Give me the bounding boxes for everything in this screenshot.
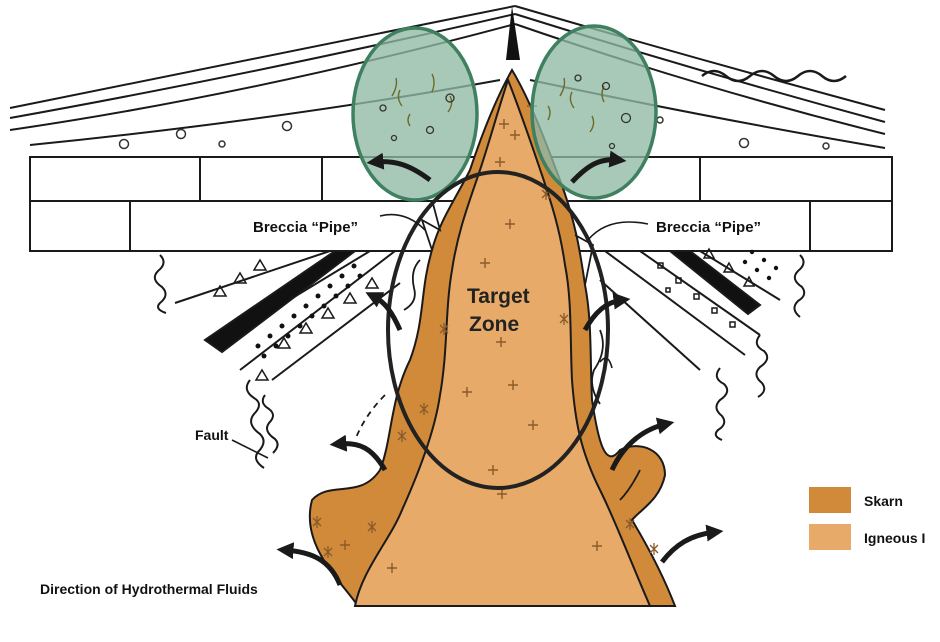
hydrothermal-direction-label: Direction of Hydrothermal Fluids — [40, 581, 258, 597]
left-tilted-beds — [153, 250, 401, 469]
legend: Skarn Igneous I — [809, 487, 925, 550]
skarn-asterisks — [312, 188, 659, 558]
target-zone-label-line1: Target — [467, 285, 530, 308]
legend-swatch-igneous — [809, 524, 851, 550]
legend-label-igneous: Igneous I — [864, 530, 925, 546]
right-bed-dots — [742, 249, 779, 281]
breccia-pipe-right — [530, 24, 658, 200]
label-leaders — [231, 213, 649, 459]
target-zone-ellipse — [386, 170, 610, 490]
right-tilted-beds — [599, 250, 806, 441]
right-bed-symbols — [657, 247, 756, 328]
fault-dashes — [354, 394, 386, 441]
intrusion-symbols — [340, 101, 602, 573]
target-zone-label-line2: Zone — [469, 313, 519, 336]
breccia-pipe-left — [351, 26, 479, 202]
left-bed-dots — [255, 263, 363, 359]
fault-label: Fault — [195, 427, 229, 443]
igneous-intrusion — [353, 77, 652, 607]
left-bed-symbols — [212, 258, 380, 381]
skarn-contacts — [403, 199, 641, 501]
apex-spike — [506, 6, 520, 60]
hydrothermal-arrows — [276, 150, 724, 586]
gravel-circles — [118, 116, 830, 150]
legend-swatch-skarn — [809, 487, 851, 513]
legend-label-skarn: Skarn — [864, 493, 903, 509]
breccia-pipe-label-right: Breccia “Pipe” — [656, 219, 761, 236]
breccia-pipe-label-left: Breccia “Pipe” — [253, 219, 358, 236]
